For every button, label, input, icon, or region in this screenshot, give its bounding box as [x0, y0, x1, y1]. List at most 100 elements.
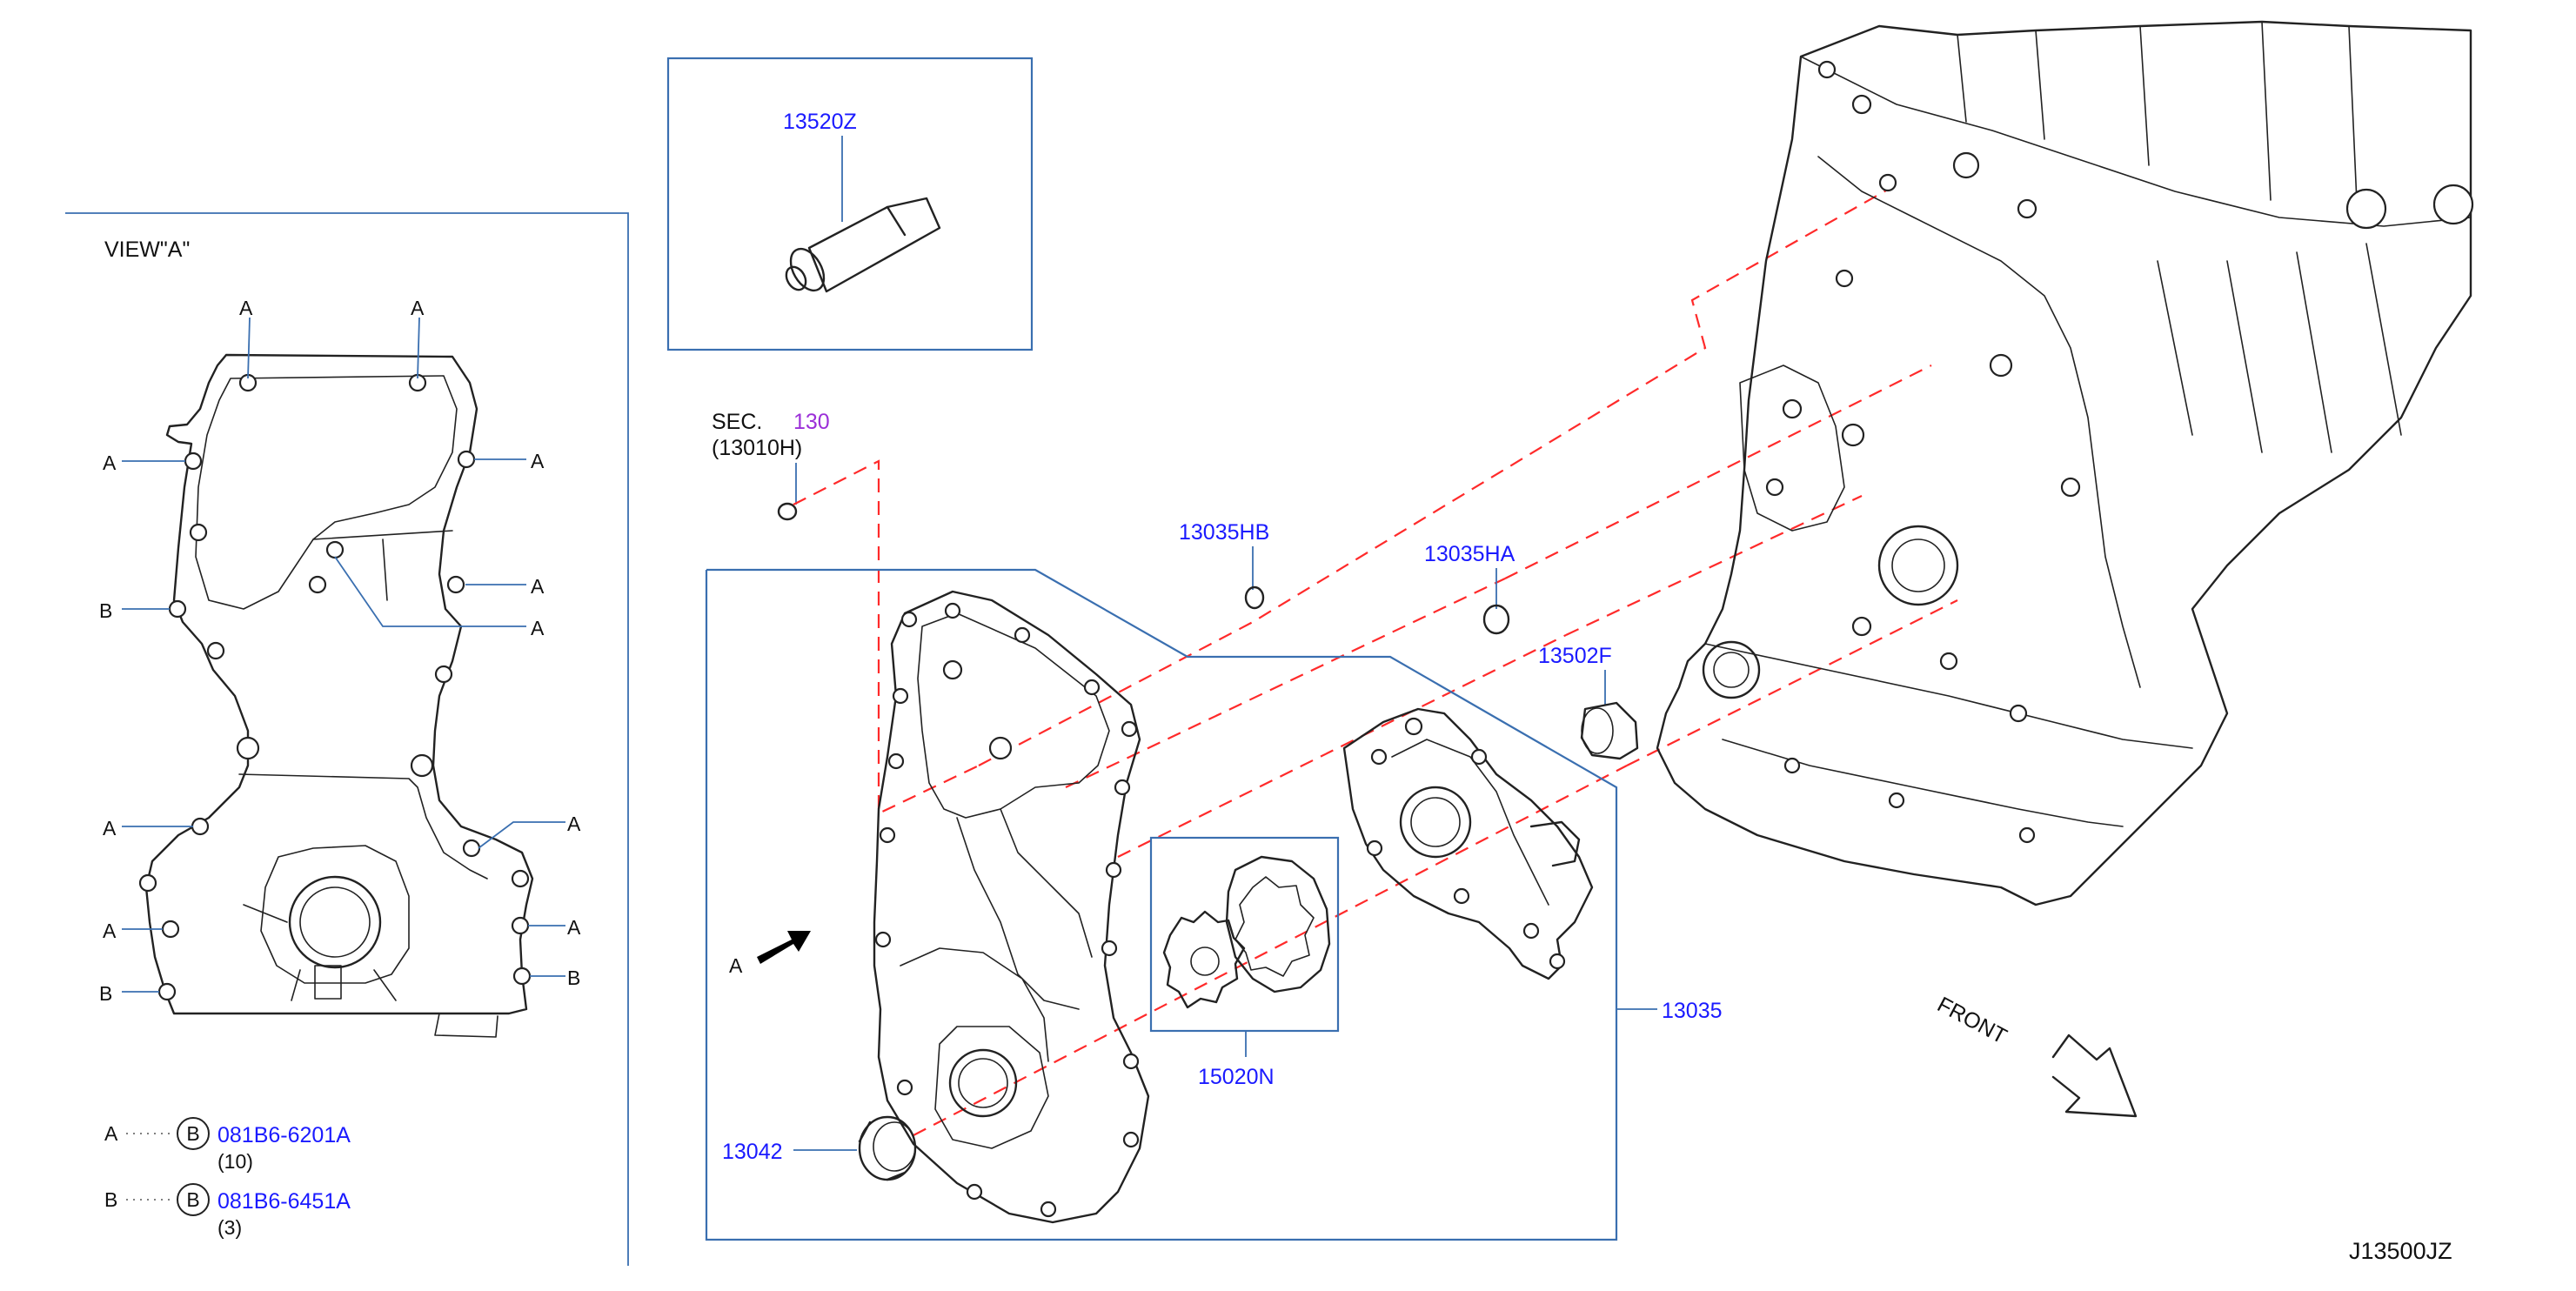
legend-part-a[interactable]: 081B6-6201A [217, 1123, 351, 1147]
front-cover-rib-2 [1000, 808, 1093, 958]
arrow-label: A [729, 954, 743, 977]
sealant-box: 13520Z [666, 57, 1034, 351]
arrow-icon [757, 931, 811, 964]
bolt-hole [138, 873, 157, 893]
marker-b: B [99, 982, 112, 1005]
legend-circle-label: B [186, 1188, 199, 1211]
engine-block [1656, 20, 2474, 906]
rib-2 [382, 538, 388, 601]
legend-qty-a: (10) [217, 1150, 253, 1173]
view-a-frame [65, 212, 629, 1266]
centerlines [793, 186, 1958, 1136]
bolt-hole [457, 450, 476, 469]
drain-tab [314, 965, 342, 1000]
tube-crimp [886, 205, 907, 237]
bolt-hole [184, 452, 203, 471]
part-15020n[interactable]: 15020N [1198, 1065, 1275, 1089]
sealant-frame [666, 57, 1034, 351]
bolt-hole [191, 817, 210, 836]
sec-number[interactable]: 130 [793, 410, 830, 434]
front-label: FRONT [1933, 993, 2011, 1049]
part-13035[interactable]: 13035 [1662, 999, 1723, 1023]
part-13520z[interactable]: 13520Z [783, 110, 857, 134]
marker-a: A [411, 297, 425, 319]
engine-block-outline [1656, 20, 2472, 906]
tube-cap [789, 247, 826, 292]
bolt-hole [512, 967, 532, 986]
crank-seal-bore [288, 875, 382, 969]
front-arrow-icon [2051, 1033, 2138, 1118]
block-webs [1957, 21, 2359, 223]
oil-pump-body [1342, 707, 1594, 980]
bolt-hole [168, 599, 187, 619]
block-cylinder-walls [2157, 243, 2402, 453]
marker-a: A [103, 920, 117, 942]
web-1 [243, 904, 288, 923]
bore-boss [260, 845, 410, 984]
outer-rotor-lobes [1234, 876, 1315, 977]
legend-circle-label: B [186, 1122, 199, 1145]
front-cover-outline [873, 590, 1150, 1224]
crank-bore [1877, 525, 1959, 606]
plug-caps: 13035HB 13035HA 13502F [1179, 520, 1639, 760]
pump-bore [1399, 786, 1472, 859]
block-front-plate [1739, 365, 1845, 532]
part-13042[interactable]: 13042 [722, 1140, 783, 1164]
cap-ha [1482, 604, 1510, 635]
gasket-lower-section [238, 773, 488, 880]
pump-bolt-holes [1366, 717, 1566, 970]
bolt-hole [410, 753, 434, 778]
bolt-hole [325, 540, 345, 559]
bolt-hole [511, 869, 530, 888]
block-front-face [1817, 156, 2141, 688]
o-ring [777, 502, 798, 521]
legend-circle [177, 1117, 210, 1150]
block-skirt [1704, 643, 2193, 749]
sealant-tube-icon [807, 197, 941, 293]
marker-a: A [531, 450, 545, 472]
oil-seal: 13042 [722, 1115, 917, 1181]
rotor-frame [1149, 836, 1340, 1033]
sec-sub: (13010H) [712, 436, 802, 460]
legend-key-a: A [104, 1122, 118, 1145]
diagram-code: J13500JZ [2349, 1238, 2452, 1264]
spacer-face [1581, 707, 1614, 754]
front-cover-inner [917, 612, 1110, 819]
legend-circle [177, 1183, 210, 1216]
bolt-hole [161, 920, 180, 939]
bolt-hole [511, 916, 530, 935]
sec-prefix: SEC. [712, 410, 762, 434]
part-13035hb[interactable]: 13035HB [1179, 520, 1269, 545]
front-cover-gasket-outline [144, 353, 534, 1015]
block-oil-pan [1722, 739, 2124, 827]
view-direction-arrow: A [729, 931, 811, 977]
bolt-hole [157, 982, 177, 1001]
pump-seat [1702, 640, 1761, 699]
bolt-hole [206, 641, 225, 660]
inner-rotor [1162, 910, 1246, 1009]
legend-part-b[interactable]: 081B6-6451A [217, 1189, 351, 1214]
bolt-hole [434, 665, 453, 684]
pump-seat-inner [1713, 652, 1750, 688]
part-13035ha[interactable]: 13035HA [1424, 542, 1515, 566]
cap-hb [1244, 585, 1265, 610]
marker-a: A [103, 452, 117, 474]
block-bolt-holes [1765, 60, 2474, 844]
view-a-title: VIEW"A" [104, 237, 190, 262]
front-indicator: FRONT [1933, 993, 2138, 1118]
part-13502f[interactable]: 13502F [1538, 644, 1612, 668]
cover-assy-frame: 13035 [705, 568, 1723, 1241]
crank-bore-inner [1891, 538, 1945, 592]
oil-seal-inner [873, 1121, 916, 1172]
web-2 [291, 969, 301, 1001]
bolt-hole [189, 523, 208, 542]
marker-b: B [99, 599, 112, 622]
legend-qty-b: (3) [217, 1216, 242, 1239]
pump-outlet [1529, 820, 1581, 867]
rotor-set: 15020N [1149, 836, 1340, 1089]
marker-a: A [531, 617, 545, 639]
marker-b: B [567, 967, 580, 989]
front-cover-rib [956, 817, 1080, 1010]
view-a-markers: A A A A A A B A A A A B B [99, 297, 581, 1005]
